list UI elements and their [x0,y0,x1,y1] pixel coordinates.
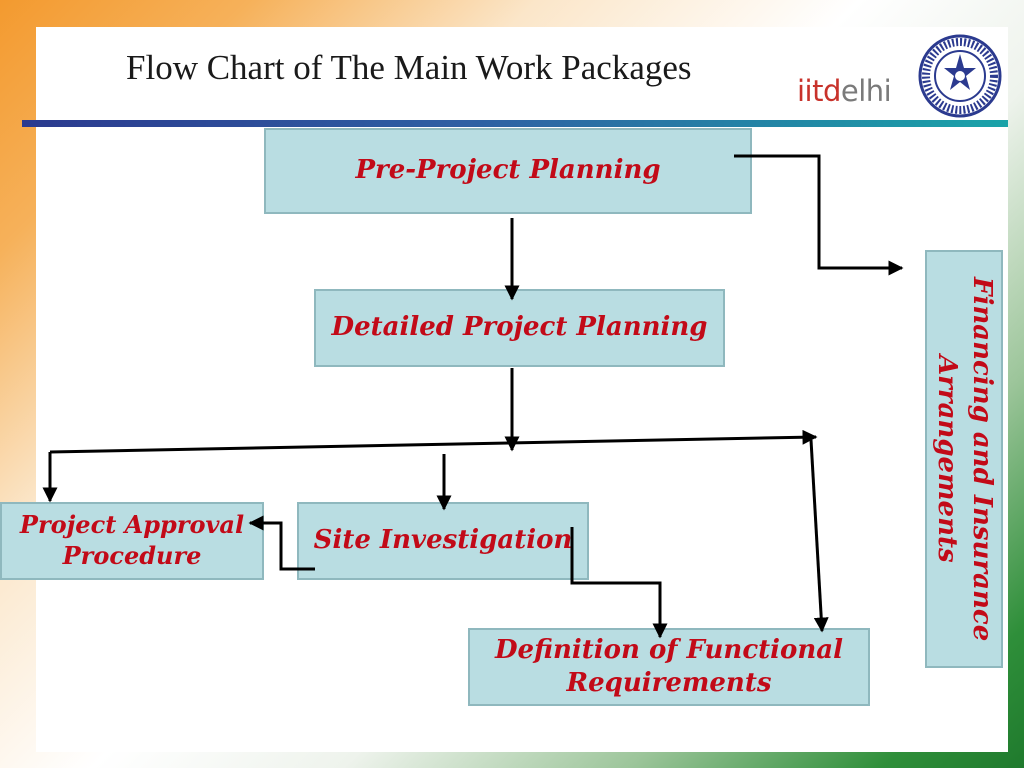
detailed-project-planning-label: Detailed Project Planning [331,312,708,343]
iit-delhi-seal-icon [918,34,1002,118]
detailed-project-planning-box: Detailed Project Planning [314,289,725,367]
project-approval-line1: Project Approval [19,510,245,540]
site-investigation-label: Site Investigation [313,525,573,556]
financing-insurance-vertical-text: Financing and Insurance Arrangements [929,277,999,641]
site-investigation-box: Site Investigation [297,502,589,580]
pre-project-planning-box: Pre-Project Planning [264,128,752,214]
slide-title: Flow Chart of The Main Work Packages [126,48,692,87]
financing-line1: Financing and Insurance [967,276,998,642]
project-approval-procedure-box: Project Approval Procedure [0,502,264,580]
definition-line2: Requirements [566,668,772,698]
pre-project-planning-label: Pre-Project Planning [355,155,661,186]
iitd-logo-text: iitdelhi [797,74,892,108]
logo-text-grey: elhi [840,74,892,108]
title-underline [22,120,1008,127]
definition-functional-requirements-box: Definition of Functional Requirements [468,628,870,706]
financing-line2: Arrangements [932,355,962,563]
logo-text-red: iitd [797,74,841,108]
financing-insurance-box: Financing and Insurance Arrangements [925,250,1003,668]
project-approval-line2: Procedure [62,541,202,570]
definition-line1: Definition of Functional [494,634,844,665]
